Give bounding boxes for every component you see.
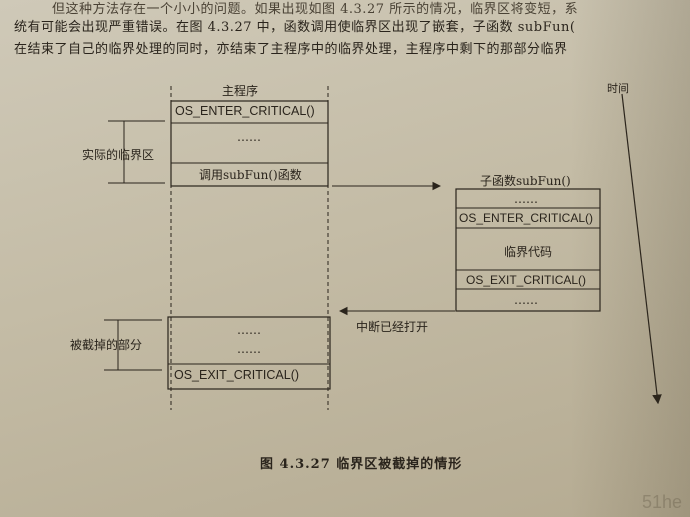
subfun-enter-critical: OS_ENTER_CRITICAL() [459, 211, 594, 225]
main-lower-box [167, 316, 331, 390]
subfun-title: 子函数subFun() [480, 174, 571, 188]
paragraph-line-3: 在结束了自己的临界处理的同时，亦结束了主程序中的临界处理，主程序中剩下的那部分临… [14, 42, 568, 57]
subfun-dots-1: …… [514, 192, 538, 206]
cut-part-label: 被截掉的部分 [70, 338, 143, 352]
main-dots-1: …… [237, 130, 261, 144]
main-dots-3: …… [237, 342, 261, 356]
watermark: 51he [641, 492, 682, 512]
main-exit-critical: OS_EXIT_CRITICAL() [174, 368, 300, 382]
actual-critical-label: 实际的临界区 [82, 148, 155, 162]
time-label: 时间 [607, 82, 629, 95]
paragraph-line-1: 但这种方法存在一个小小的问题。如果出现如图 4.3.27 所示的情况，临界区将变… [52, 2, 579, 17]
subfun-box [455, 188, 601, 312]
main-upper-box [170, 100, 329, 187]
paragraph-line-2: 统有可能会出现严重错误。在图 4.3.27 中，函数调用使临界区出现了嵌套，子函… [14, 20, 576, 35]
subfun-exit-critical: OS_EXIT_CRITICAL() [466, 273, 587, 287]
figure-caption: 图 4.3.27 临界区被截掉的情形 [260, 457, 463, 472]
main-dots-2: …… [237, 323, 261, 337]
subfun-critical-code: 临界代码 [504, 245, 553, 259]
time-axis [621, 93, 662, 405]
interrupt-enabled-label: 中断已经打开 [356, 320, 429, 334]
main-enter-critical: OS_ENTER_CRITICAL() [175, 104, 315, 118]
subfun-dots-2: …… [514, 293, 538, 307]
main-call-subfun: 调用subFun()函数 [199, 168, 302, 182]
main-program-title: 主程序 [222, 84, 259, 98]
